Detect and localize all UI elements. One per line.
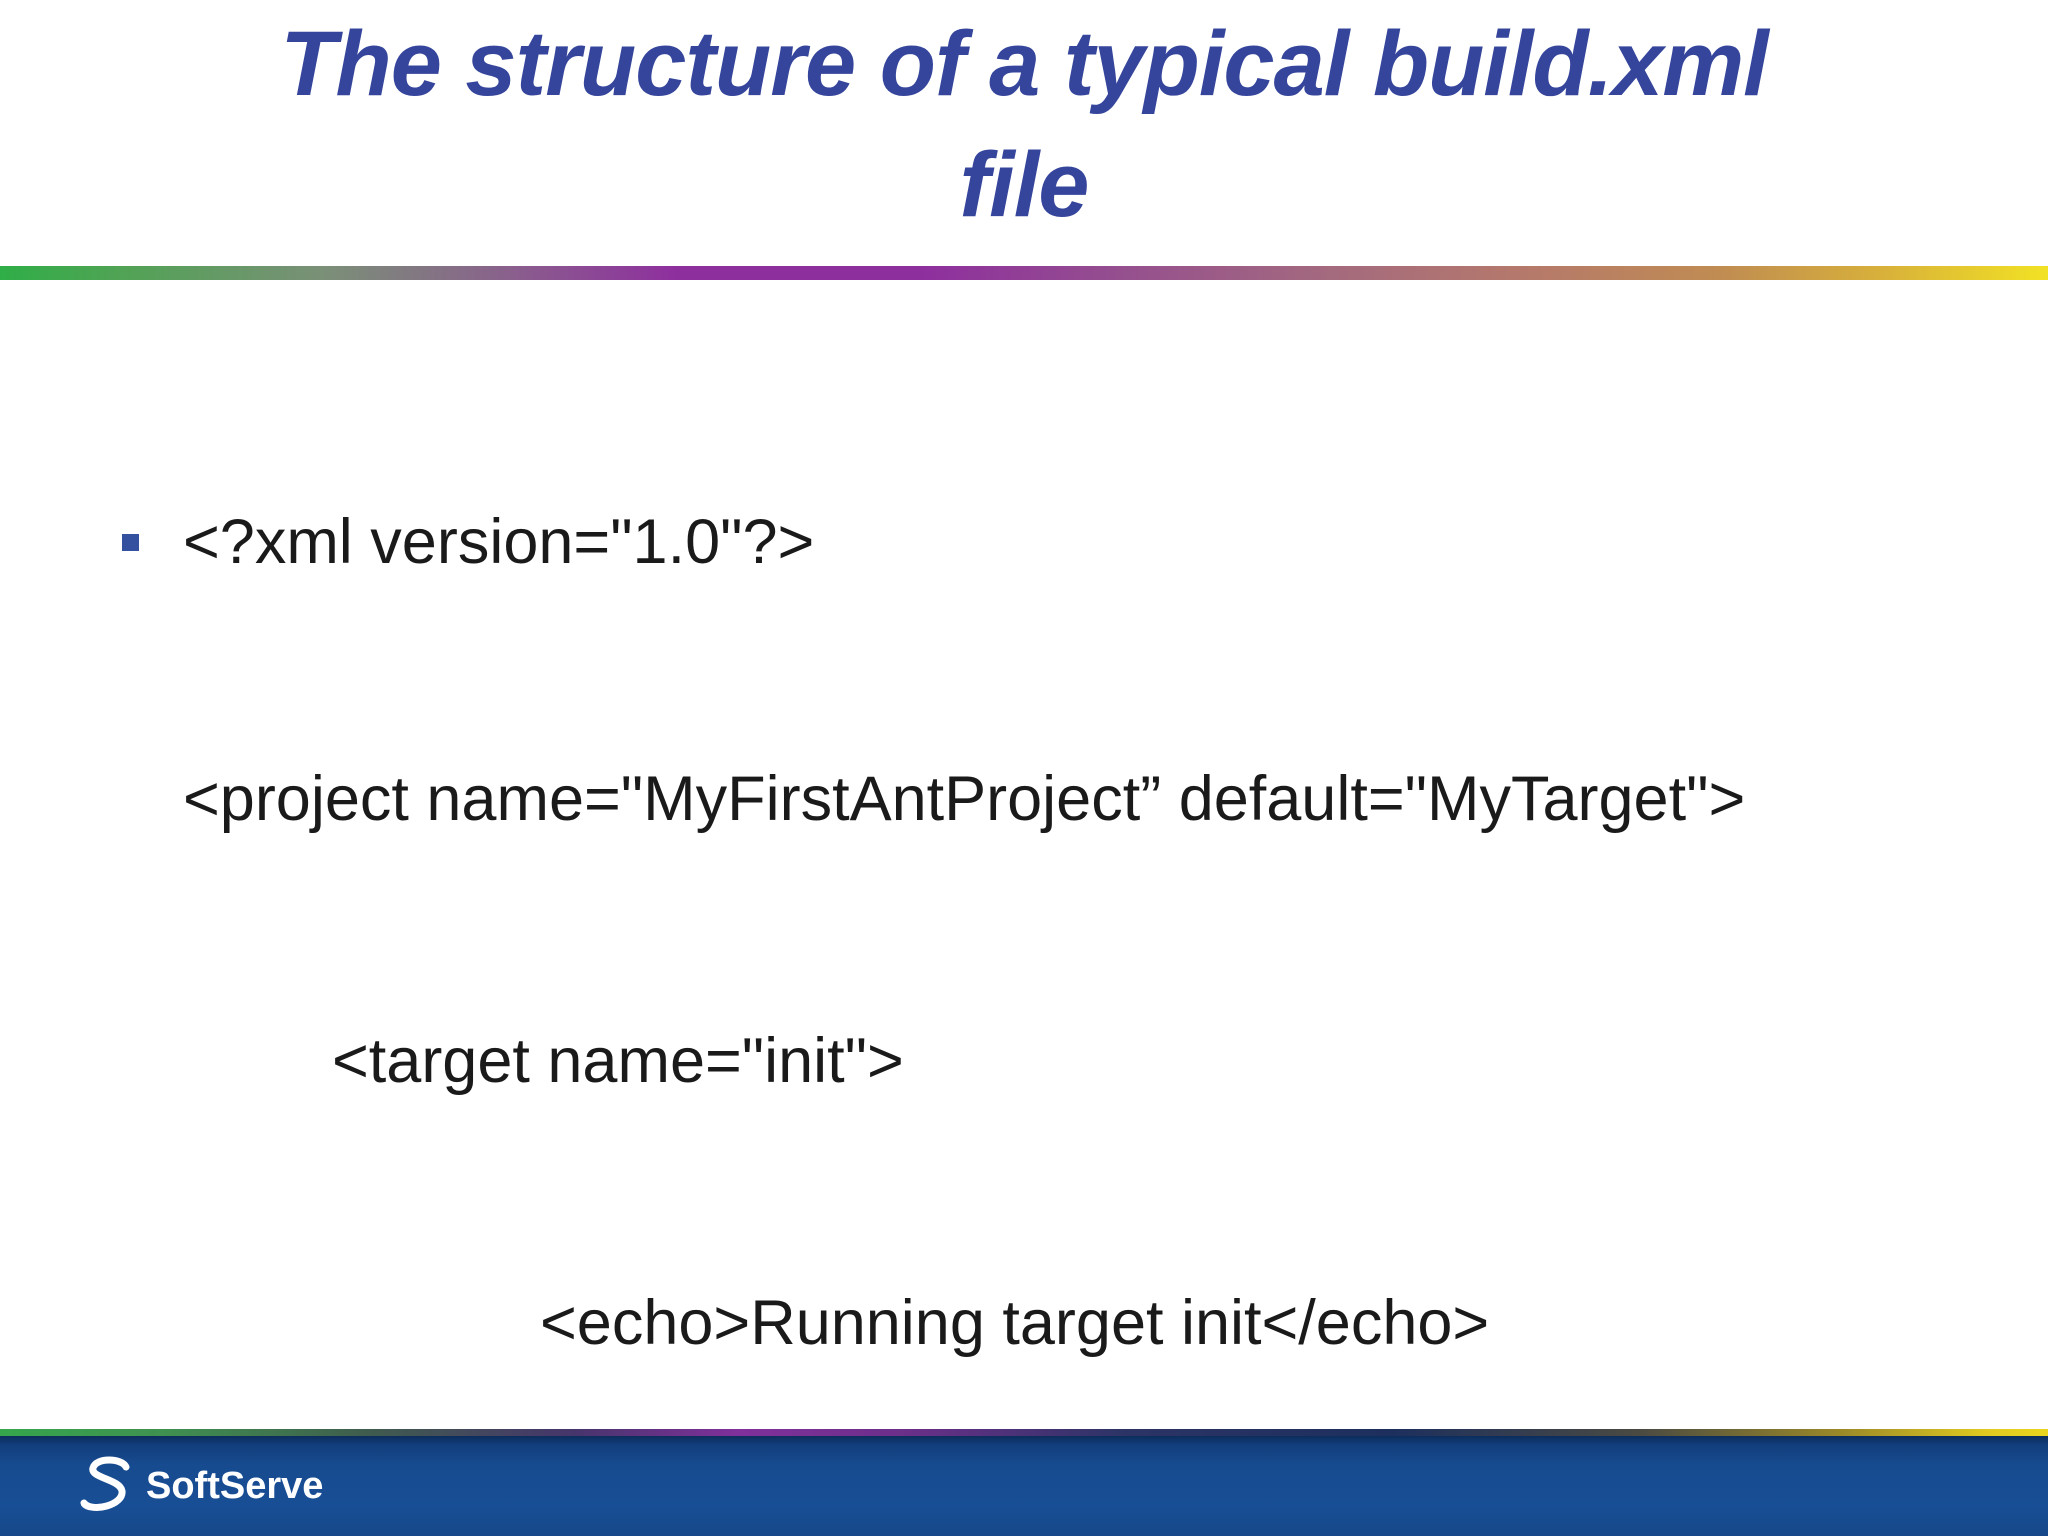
code-text: <?xml version="1.0"?> [183,507,815,577]
code-line-echo-init: <echo>Running target init</echo> [0,1283,2048,1364]
footer: SoftServe [0,1429,2048,1536]
code-block: <?xml version="1.0"?> <project name="MyF… [0,280,2048,1536]
softserve-wordmark: SoftServe [146,1464,324,1507]
softserve-s-icon [80,1456,130,1511]
title-line-1: The structure of a typical build.xml [280,13,1768,115]
code-line-project-open: <project name="MyFirstAntProject” defaul… [0,759,2048,840]
top-gradient-divider [0,266,2048,280]
code-text: <project name="MyFirstAntProject” defaul… [183,764,1746,834]
title-line-2: file [959,134,1090,236]
bullet-square-icon [122,533,139,551]
code-line-xml-declaration: <?xml version="1.0"?> [0,502,2048,583]
code-text: <echo>Running target init</echo> [540,1288,1490,1358]
code-text: <target name="init"> [332,1026,904,1096]
footer-gradient-divider [0,1429,2048,1436]
page-title: The structure of a typical build.xml fil… [0,4,2048,246]
footer-bar: SoftServe [0,1436,2048,1536]
softserve-logo: SoftServe [80,1455,323,1517]
code-line-target-init-open: <target name="init"> [0,1021,2048,1102]
